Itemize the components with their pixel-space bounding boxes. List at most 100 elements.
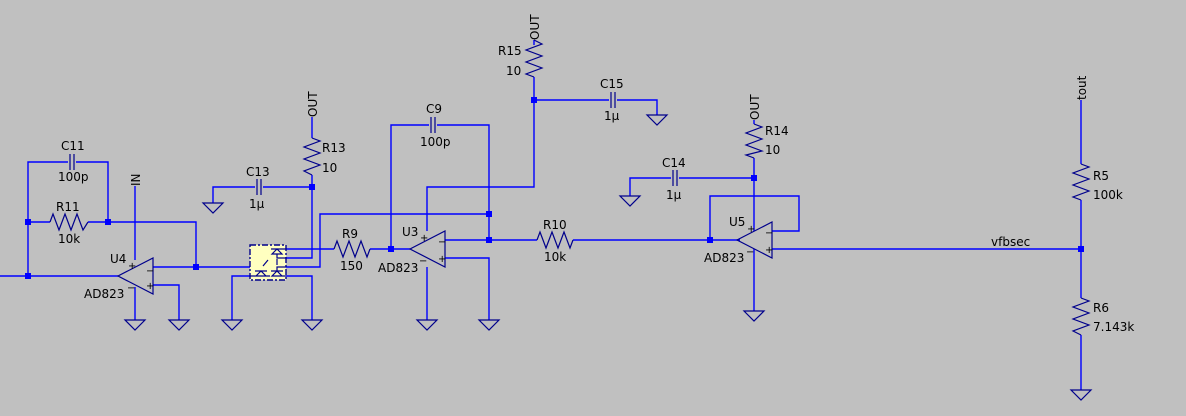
u5-minus-mark: − (765, 228, 773, 239)
junction (486, 211, 492, 217)
wire[interactable] (28, 221, 197, 267)
u5-plus-mark: + (747, 224, 755, 235)
u4-ref: U4 (110, 252, 126, 266)
c9-value: 100p (420, 135, 451, 149)
wire[interactable] (426, 100, 535, 231)
wire[interactable] (709, 195, 800, 240)
resistor-symbol (524, 39, 544, 78)
u5-value: AD823 (704, 251, 744, 265)
resistor-symbol (743, 123, 765, 159)
capacitor-plates (430, 117, 436, 133)
r9-value: 150 (340, 259, 363, 273)
ground-icon (167, 319, 191, 331)
resistor-r11[interactable]: R11 10k (49, 200, 89, 246)
ground-icon (645, 114, 669, 126)
capacitor-c9[interactable]: C9 100p (420, 102, 451, 149)
r10-ref: R10 (543, 218, 567, 232)
capacitor-c14[interactable]: C14 1µ (662, 156, 686, 202)
r5-value: 100k (1093, 188, 1123, 202)
u3-ref: U3 (402, 225, 418, 239)
junction (751, 175, 757, 181)
capacitor-c15[interactable]: C15 1µ (600, 77, 624, 123)
ground-icon (123, 319, 147, 331)
resistor-r5[interactable]: R5 100k (1071, 163, 1123, 202)
resistor-r14[interactable]: R14 10 (743, 123, 789, 159)
photodiode-icon (270, 248, 286, 259)
capacitor-c13[interactable]: C13 1µ (246, 165, 270, 211)
wire[interactable] (286, 275, 313, 320)
wire[interactable] (286, 213, 489, 268)
capacitor-plates (610, 92, 616, 108)
r14-ref: R14 (765, 124, 789, 138)
ground-icon (300, 319, 324, 331)
resistor-symbol (302, 137, 322, 176)
resistor-r9[interactable]: R9 150 (333, 227, 371, 273)
u4-minus-mark: − (146, 266, 154, 277)
u3-plus-mark: + (438, 254, 446, 265)
net-label-in: IN (129, 173, 143, 186)
u3-minus-mark: − (419, 256, 427, 267)
r5-ref: R5 (1093, 169, 1109, 183)
c11-value: 100p (58, 170, 89, 184)
junction (25, 273, 31, 279)
optocoupler[interactable] (249, 244, 287, 281)
u5-ref: U5 (729, 215, 745, 229)
r13-ref: R13 (322, 141, 346, 155)
wire[interactable] (629, 177, 754, 196)
c9-ref: C9 (426, 102, 442, 116)
capacitor-plates (256, 179, 262, 195)
opamp-u3[interactable]: + − + − U3 AD823 (378, 225, 446, 275)
wire[interactable] (390, 124, 490, 249)
capacitor-plates (672, 170, 678, 186)
net-label-tout: tout (1075, 75, 1089, 100)
wire[interactable] (286, 187, 313, 259)
resistor-r10[interactable]: R10 10k (536, 218, 574, 264)
led-icon (250, 270, 270, 277)
junction (531, 97, 537, 103)
wire[interactable] (534, 99, 658, 115)
junctions (25, 97, 1084, 279)
resistor-r6[interactable]: R6 7.143k (1071, 297, 1134, 336)
opamp-u5[interactable]: + − + − U5 AD823 (704, 215, 773, 265)
junction (309, 184, 315, 190)
c13-value: 1µ (249, 197, 265, 211)
resistor-symbol (536, 230, 574, 250)
u4-value: AD823 (84, 287, 124, 301)
wires (0, 40, 1082, 390)
junction (25, 219, 31, 225)
wire[interactable] (231, 275, 250, 320)
wire[interactable] (153, 284, 180, 320)
junction (105, 219, 111, 225)
u4-minus-mark: − (127, 283, 135, 294)
r10-value: 10k (544, 250, 566, 264)
c11-ref: C11 (61, 139, 85, 153)
ground-icon (477, 319, 501, 331)
capacitor-c11[interactable]: C11 100p (58, 139, 89, 184)
r11-ref: R11 (56, 200, 80, 214)
net-label-out: OUT (528, 14, 542, 40)
opamp-triangle (408, 230, 446, 268)
junction (486, 237, 492, 243)
net-label-vfbsec: vfbsec (991, 235, 1030, 249)
resistor-symbol (1071, 297, 1091, 336)
ground-icon (618, 195, 642, 207)
ground-icon (742, 310, 766, 322)
wire[interactable] (445, 257, 490, 320)
resistor-r15[interactable]: R15 10 (498, 39, 544, 78)
wire[interactable] (27, 161, 109, 276)
ground-icon (201, 202, 225, 214)
resistor-r13[interactable]: R13 10 (302, 137, 346, 176)
junction (193, 264, 199, 270)
r13-value: 10 (322, 161, 337, 175)
opamp-u4[interactable]: + − + − U4 AD823 (84, 252, 154, 301)
opamp-triangle (116, 257, 154, 295)
u4-plus-mark: + (128, 261, 136, 272)
net-label-out: OUT (748, 94, 762, 120)
r6-ref: R6 (1093, 301, 1109, 315)
wire[interactable] (212, 186, 312, 203)
r11-value: 10k (58, 232, 80, 246)
u3-plus-mark: + (420, 233, 428, 244)
r9-ref: R9 (342, 227, 358, 241)
r14-value: 10 (765, 143, 780, 157)
